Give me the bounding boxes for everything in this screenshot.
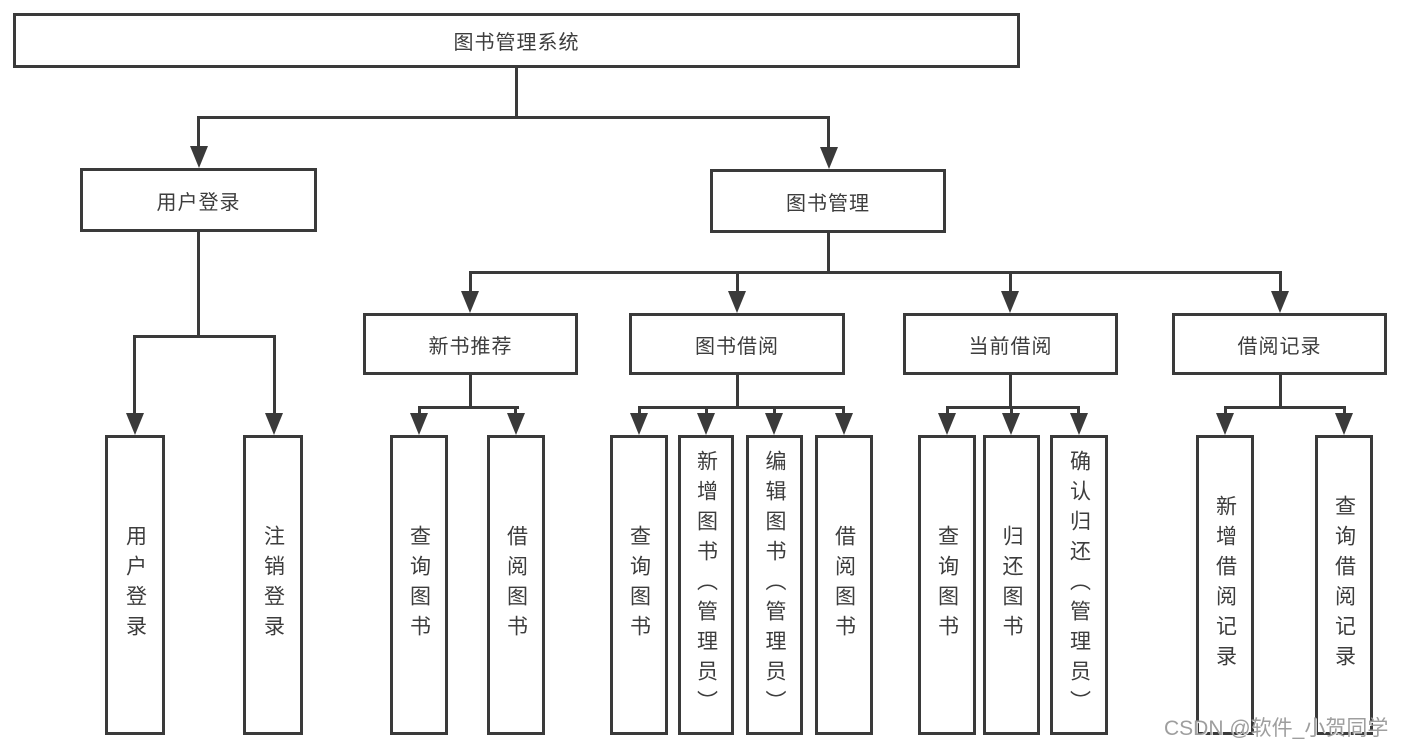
leaf-borrow-books-borrowing-label: 借阅图书 <box>832 525 856 645</box>
leaf-query-borrow-record: 查询借阅记录 <box>1315 435 1373 735</box>
connector-root-stem <box>515 68 518 119</box>
connector-new-book-rail <box>418 406 519 409</box>
leaf-query-books-borrowing: 查询图书 <box>610 435 668 735</box>
arrow-down-icon <box>820 147 838 169</box>
leaf-query-books-recommend: 查询图书 <box>390 435 448 735</box>
connector-root-rail <box>197 116 830 119</box>
arrow-down-icon <box>938 413 956 435</box>
leaf-logout-login-label: 注销登录 <box>261 525 285 645</box>
connector-book-mgmt-rail <box>469 271 1282 274</box>
connector-current-borrowing-rail <box>946 406 1080 409</box>
arrow-down-icon <box>1335 413 1353 435</box>
connector-leaf-stub <box>705 406 708 415</box>
connector-current-borrowing-stem <box>1009 375 1012 408</box>
node-library-system-label: 图书管理系统 <box>453 32 580 54</box>
arrow-down-icon <box>728 291 746 313</box>
arrow-down-icon <box>461 291 479 313</box>
connector-to-leaf-user-login <box>133 335 136 415</box>
node-library-system: 图书管理系统 <box>13 13 1020 68</box>
leaf-add-books-admin: 新增图书（管理员） <box>678 435 734 735</box>
arrow-down-icon <box>190 146 208 168</box>
connector-to-borrowing-records <box>1279 271 1282 293</box>
node-user-login: 用户登录 <box>80 168 317 232</box>
connector-borrowing-records-stem <box>1279 375 1282 408</box>
arrow-down-icon <box>126 413 144 435</box>
connector-book-borrowing-stem <box>736 375 739 408</box>
node-borrowing-records-label: 借阅记录 <box>1237 335 1322 358</box>
leaf-add-borrow-record: 新增借阅记录 <box>1196 435 1254 735</box>
arrow-down-icon <box>410 413 428 435</box>
connector-to-new-book <box>469 271 472 293</box>
leaf-add-books-admin-label: 新增图书（管理员） <box>694 450 718 720</box>
leaf-query-books-recommend-label: 查询图书 <box>407 525 431 645</box>
connector-leaf-stub <box>842 406 845 415</box>
arrow-down-icon <box>1216 413 1234 435</box>
connector-leaf-stub <box>418 406 421 415</box>
connector-user-login-stem <box>197 232 200 338</box>
connector-borrowing-records-rail <box>1224 406 1346 409</box>
leaf-add-borrow-record-label: 新增借阅记录 <box>1213 495 1237 675</box>
connector-leaf-stub <box>1343 406 1346 415</box>
connector-to-book-management <box>827 116 830 147</box>
leaf-borrow-books-recommend-label: 借阅图书 <box>504 525 528 645</box>
arrow-down-icon <box>630 413 648 435</box>
node-borrowing-records: 借阅记录 <box>1172 313 1387 375</box>
leaf-confirm-return-admin: 确认归还（管理员） <box>1050 435 1108 735</box>
arrow-down-icon <box>1070 413 1088 435</box>
leaf-borrow-books-recommend: 借阅图书 <box>487 435 545 735</box>
arrow-down-icon <box>507 413 525 435</box>
connector-leaf-stub <box>1077 406 1080 415</box>
connector-leaf-stub <box>514 406 517 415</box>
connector-leaf-stub <box>773 406 776 415</box>
arrow-down-icon <box>697 413 715 435</box>
node-book-management: 图书管理 <box>710 169 946 233</box>
arrow-down-icon <box>1002 413 1020 435</box>
node-current-borrowing: 当前借阅 <box>903 313 1118 375</box>
leaf-return-books: 归还图书 <box>983 435 1040 735</box>
node-book-borrowing-label: 图书借阅 <box>695 335 779 358</box>
leaf-edit-books-admin: 编辑图书（管理员） <box>746 435 803 735</box>
leaf-return-books-label: 归还图书 <box>1000 525 1023 645</box>
leaf-query-books-current-label: 查询图书 <box>935 525 959 645</box>
arrow-down-icon <box>835 413 853 435</box>
node-book-management-label: 图书管理 <box>786 192 870 215</box>
connector-book-mgmt-stem <box>827 233 830 274</box>
leaf-confirm-return-admin-label: 确认归还（管理员） <box>1067 450 1091 720</box>
arrow-down-icon <box>1271 291 1289 313</box>
leaf-query-borrow-record-label: 查询借阅记录 <box>1332 495 1356 675</box>
node-user-login-label: 用户登录 <box>156 191 241 214</box>
arrow-down-icon <box>1001 291 1019 313</box>
node-new-book-recommend: 新书推荐 <box>363 313 578 375</box>
connector-leaf-stub <box>1010 406 1013 415</box>
connector-leaf-stub <box>1224 406 1227 415</box>
connector-to-user-login <box>197 116 200 150</box>
connector-book-borrowing-rail <box>638 406 845 409</box>
connector-to-current-borrowing <box>1009 271 1012 293</box>
leaf-query-books-borrowing-label: 查询图书 <box>627 525 651 645</box>
node-current-borrowing-label: 当前借阅 <box>968 335 1053 358</box>
leaf-query-books-current: 查询图书 <box>918 435 976 735</box>
node-book-borrowing: 图书借阅 <box>629 313 845 375</box>
connector-new-book-stem <box>469 375 472 408</box>
arrow-down-icon <box>265 413 283 435</box>
connector-leaf-stub <box>638 406 641 415</box>
leaf-borrow-books-borrowing: 借阅图书 <box>815 435 873 735</box>
leaf-logout-login: 注销登录 <box>243 435 303 735</box>
node-new-book-recommend-label: 新书推荐 <box>428 335 513 358</box>
leaf-user-login: 用户登录 <box>105 435 165 735</box>
leaf-user-login-label: 用户登录 <box>123 525 147 645</box>
leaf-edit-books-admin-label: 编辑图书（管理员） <box>763 450 786 720</box>
connector-user-login-rail <box>133 335 276 338</box>
connector-leaf-stub <box>946 406 949 415</box>
connector-to-book-borrowing <box>736 271 739 293</box>
arrow-down-icon <box>765 413 783 435</box>
connector-to-leaf-logout <box>273 335 276 415</box>
